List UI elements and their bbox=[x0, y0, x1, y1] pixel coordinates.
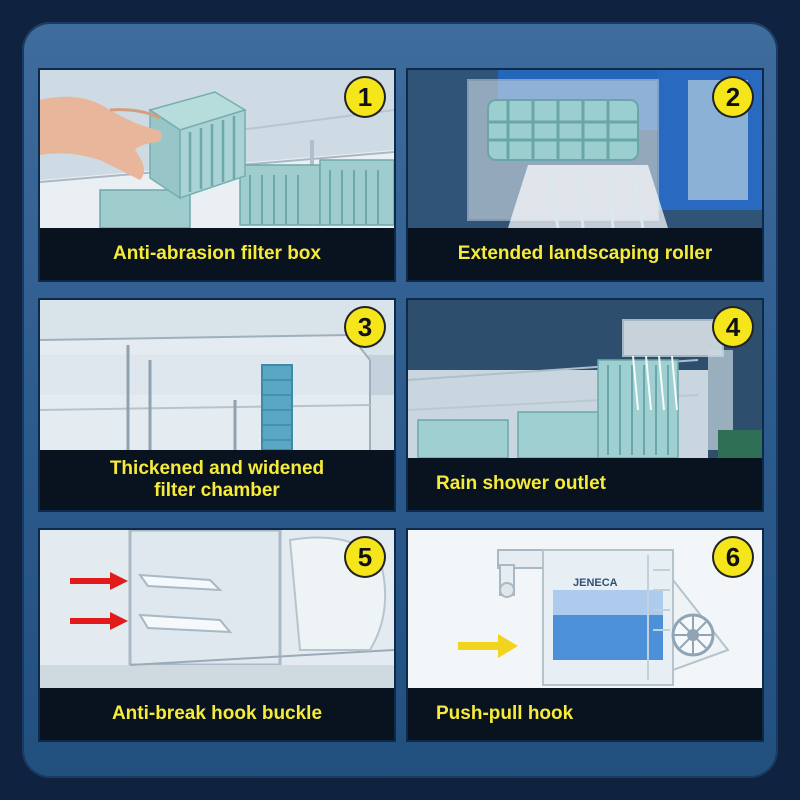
hook-buckle-photo bbox=[40, 530, 394, 688]
push-pull-illustration: JENECA bbox=[408, 530, 762, 688]
rain-shower-photo bbox=[408, 300, 762, 458]
caption-push-pull-hook: Push-pull hook bbox=[408, 688, 762, 740]
filter-box-illustration bbox=[40, 70, 394, 228]
filter-box-photo bbox=[40, 70, 394, 228]
badge-number-4: 4 bbox=[714, 308, 752, 346]
product-feature-grid: Anti-abrasion filter box 1 bbox=[22, 22, 778, 778]
panel-push-pull-hook: JENECA Push-pull hook 6 bbox=[406, 528, 764, 742]
caption-rain-shower: Rain shower outlet bbox=[408, 458, 762, 510]
badge-number-1: 1 bbox=[346, 78, 384, 116]
caption-filter-chamber: Thickened and widened filter chamber bbox=[40, 450, 394, 510]
panel-rain-shower: Rain shower outlet 4 bbox=[406, 298, 764, 512]
badge-number-6: 6 bbox=[714, 538, 752, 576]
roller-photo bbox=[408, 70, 762, 228]
caption-hook-buckle: Anti-break hook buckle bbox=[40, 688, 394, 740]
brand-label: JENECA bbox=[573, 577, 618, 589]
filter-chamber-illustration bbox=[40, 300, 394, 450]
caption-landscaping-roller: Extended landscaping roller bbox=[408, 228, 762, 280]
rain-shower-illustration bbox=[408, 300, 762, 458]
badge-number-3: 3 bbox=[346, 308, 384, 346]
panel-filter-chamber: Thickened and widened filter chamber 3 bbox=[38, 298, 396, 512]
panel-hook-buckle: Anti-break hook buckle 5 bbox=[38, 528, 396, 742]
arrow-right-icon bbox=[70, 572, 128, 630]
caption-filter-chamber-line1: Thickened and widened bbox=[109, 458, 325, 479]
panel-landscaping-roller: Extended landscaping roller 2 bbox=[406, 68, 764, 282]
filter-chamber-photo bbox=[40, 300, 394, 450]
caption-filter-box: Anti-abrasion filter box bbox=[40, 228, 394, 280]
push-pull-photo: JENECA bbox=[408, 530, 762, 688]
caption-filter-chamber-line2: filter chamber bbox=[154, 480, 280, 501]
badge-number-2: 2 bbox=[714, 78, 752, 116]
roller-illustration bbox=[408, 70, 762, 228]
hook-buckle-illustration bbox=[40, 530, 394, 688]
badge-number-5: 5 bbox=[346, 538, 384, 576]
arrow-right-icon bbox=[458, 634, 518, 658]
panel-filter-box: Anti-abrasion filter box 1 bbox=[38, 68, 396, 282]
